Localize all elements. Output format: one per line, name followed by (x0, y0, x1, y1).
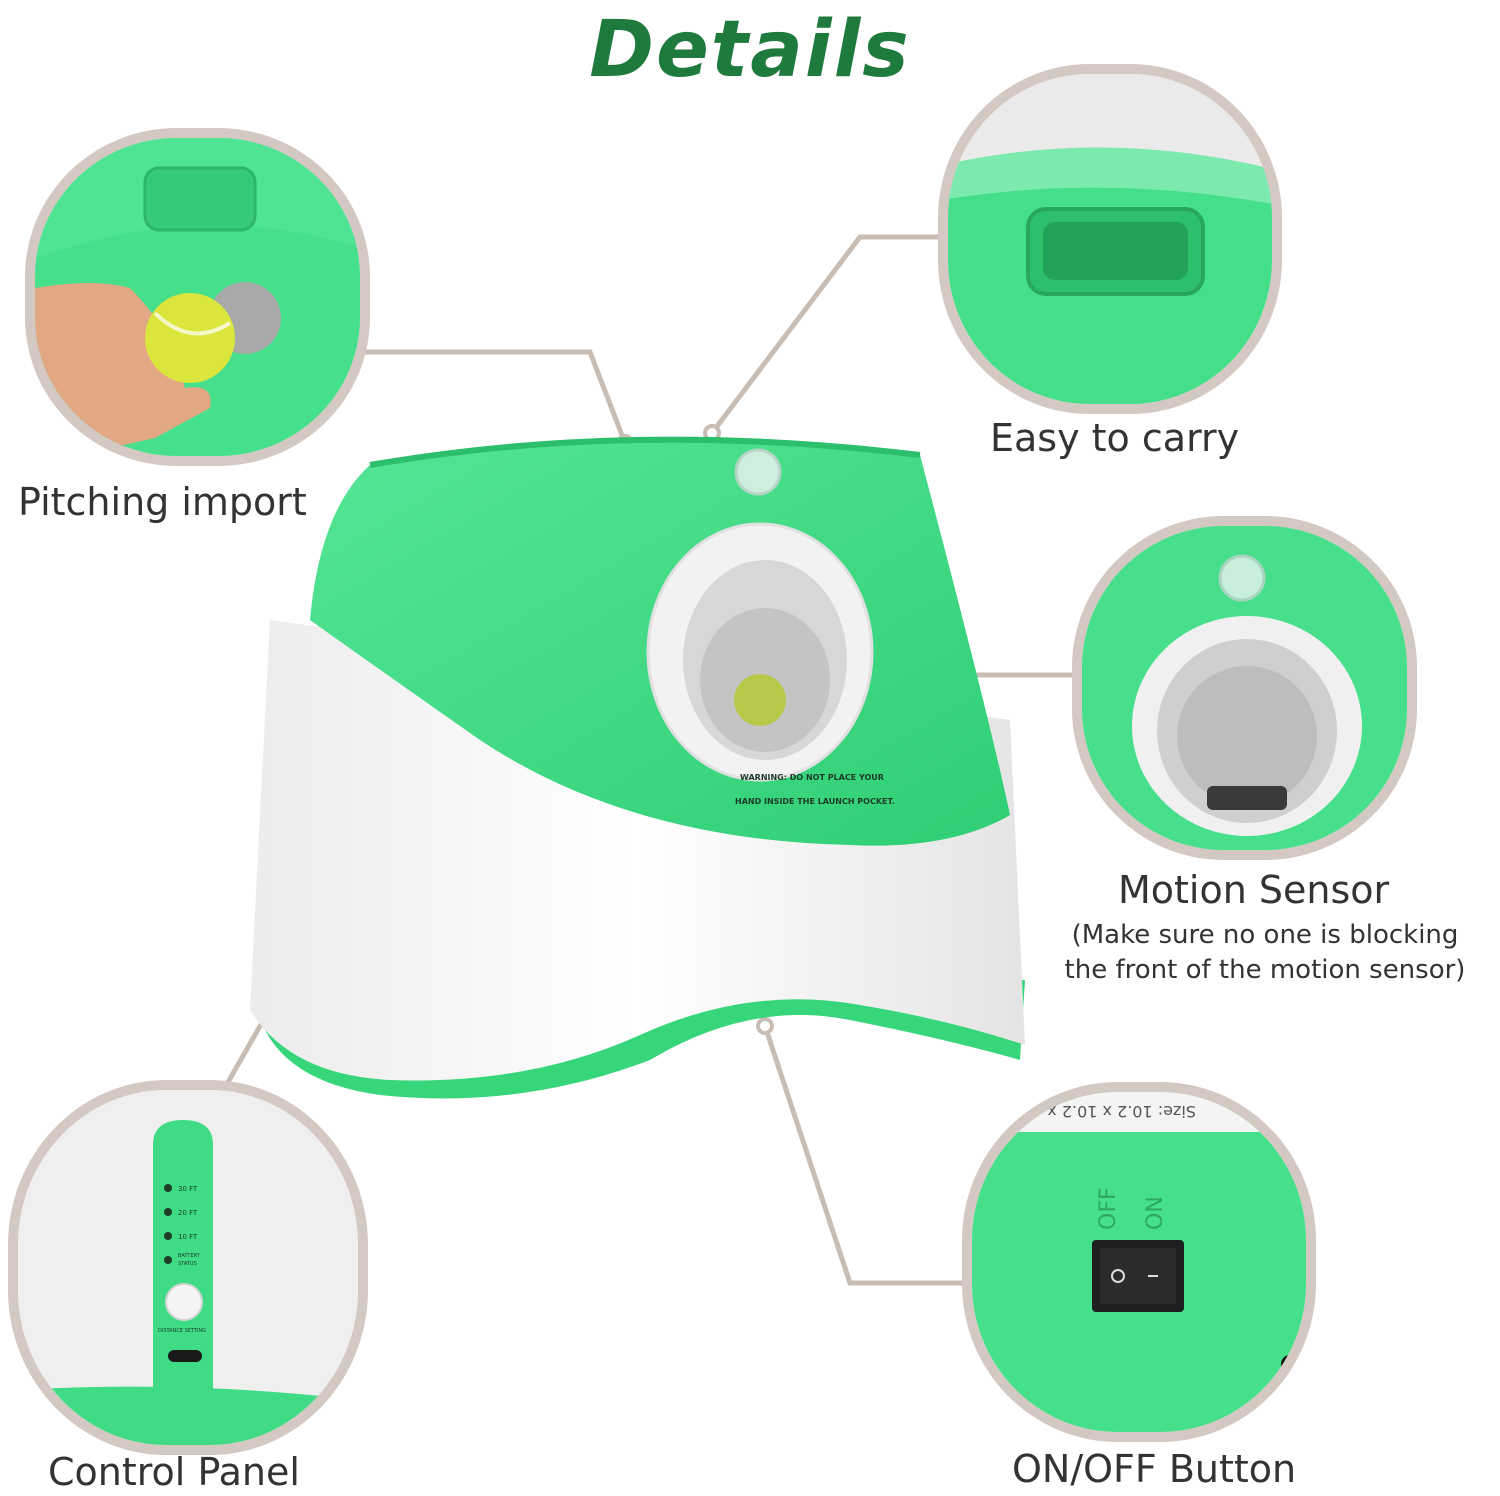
battery-label-2: STATUS (178, 1261, 197, 1267)
switch-connector (762, 1025, 962, 1286)
easy-to-carry-bubble (938, 64, 1282, 414)
on-off-button-label: ON/OFF Button (1012, 1447, 1297, 1491)
motion-sensor-note-line-2: the front of the motion sensor) (1064, 955, 1466, 985)
easy-to-carry-illustration (948, 74, 1272, 404)
motion-sensor-label: Motion Sensor (1118, 868, 1390, 912)
easy-to-carry-label: Easy to carry (990, 416, 1240, 460)
level-30ft: 30 FT (178, 1185, 198, 1193)
carry-connector (710, 234, 940, 435)
motion-sensor-illustration (1082, 526, 1407, 850)
on-off-bubble: Size: 10.2 x 10.2 x OFF ON (962, 1082, 1316, 1442)
level-20ft: 20 FT (178, 1209, 198, 1217)
warning-line-2: HAND INSIDE THE LAUNCH POCKET. (735, 797, 895, 806)
tennis-ball-icon (145, 293, 235, 383)
top-edge (369, 436, 921, 468)
page-title: Details (589, 5, 911, 95)
ball-launcher-product: WARNING: DO NOT PLACE YOUR HAND INSIDE T… (230, 420, 1050, 1130)
on-off-illustration: Size: 10.2 x 10.2 x OFF ON (972, 1092, 1306, 1432)
control-panel-bubble: 30 FT 20 FT 10 FT BATTERY STATUS DISTANC… (8, 1080, 368, 1455)
handle-slot (143, 166, 257, 232)
ball-inside (734, 674, 786, 726)
usb-port-icon (168, 1350, 202, 1362)
off-label: OFF (1096, 1187, 1121, 1230)
size-text: Size: 10.2 x 10.2 x (1047, 1102, 1196, 1121)
level-10ft: 10 FT (178, 1233, 198, 1241)
pitching-import-bubble (25, 128, 370, 466)
control-panel-label: Control Panel (48, 1450, 300, 1494)
warning-line-1: WARNING: DO NOT PLACE YOUR (740, 773, 884, 782)
on-label: ON (1143, 1196, 1168, 1230)
motion-sensor-bubble (1072, 516, 1417, 860)
ball-launcher-illustration: WARNING: DO NOT PLACE YOUR HAND INSIDE T… (250, 436, 1025, 1099)
battery-label-1: BATTERY (178, 1253, 201, 1259)
pitching-connector (365, 349, 628, 444)
pitching-import-illustration (35, 138, 360, 456)
distance-setting-label: DISTANCE SETTING (158, 1328, 206, 1334)
distance-button (165, 1283, 203, 1321)
pitching-import-label: Pitching import (18, 480, 307, 524)
control-panel-illustration: 30 FT 20 FT 10 FT BATTERY STATUS DISTANC… (18, 1090, 358, 1445)
motion-sensor-note-line-1: (Make sure no one is blocking (1071, 920, 1459, 950)
hand-icon (35, 283, 211, 456)
sensor-dome-icon (1218, 554, 1266, 602)
switch-dot (756, 1017, 774, 1035)
motion-sensor-icon (734, 448, 782, 496)
